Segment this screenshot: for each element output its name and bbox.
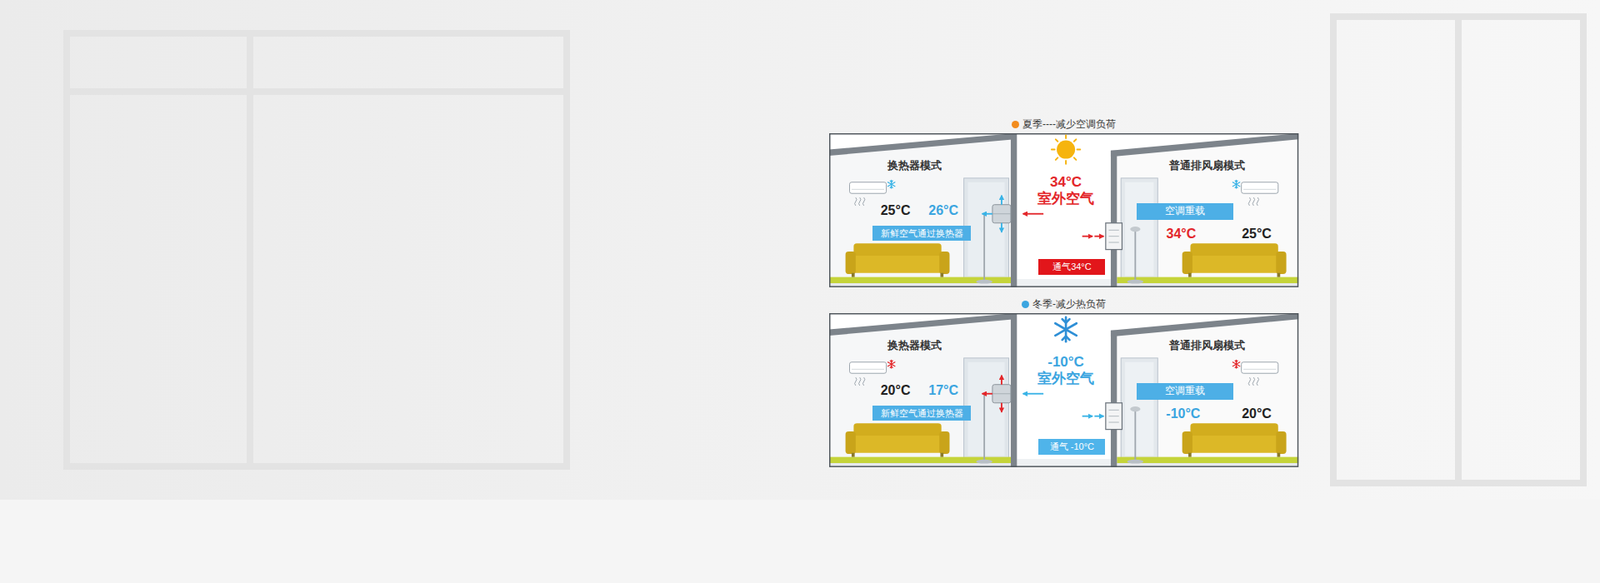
temperature-label-holder: 20°C <box>880 383 911 399</box>
room-heading-row: 普通排风扇模式 <box>1116 337 1297 355</box>
box-text: 新鲜空气通过换热器 <box>880 228 964 239</box>
temperature-label-holder: 34°C <box>1166 226 1197 242</box>
temperature-label-holder: 26°C <box>928 203 959 219</box>
panel-heading-row: 夏季----减少空调负荷 <box>829 116 1299 132</box>
season-dot <box>1021 300 1030 309</box>
outdoor-air-label: -10°C 室外空气 <box>1037 354 1095 387</box>
room-area: 新鲜空气通过换热器 换热器模式 <box>829 331 1013 468</box>
info-box: 新鲜空气通过换热器 <box>872 225 971 242</box>
box-text: 空调重载 <box>1165 205 1205 217</box>
temperature-label: -10°C <box>1165 406 1200 421</box>
temperature-label: 26°C <box>928 203 959 218</box>
outdoor-air-label: 34°C 室外空气 <box>1037 174 1095 207</box>
box-text: 通气 -10°C <box>1050 441 1095 452</box>
temperature-label: 20°C <box>880 383 911 398</box>
box-text: 空调重载 <box>1165 385 1205 397</box>
room-area: 空调重载 普通排风扇模式 <box>1116 151 1299 288</box>
room-heading: 换热器模式 <box>887 158 942 174</box>
room-heading: 普通排风扇模式 <box>1169 338 1245 354</box>
season-dot <box>1011 120 1020 129</box>
outdoor-air-label-holder: -10°C 室外空气 <box>1037 354 1095 387</box>
temperature-label-holder: 17°C <box>928 383 959 399</box>
temperature-label-holder: 25°C <box>880 203 911 219</box>
panel-heading-row: 冬季-减少热负荷 <box>829 296 1299 312</box>
room-heading-row: 换热器模式 <box>829 157 1001 175</box>
box-text: 通气34°C <box>1052 261 1092 272</box>
info-box: 空调重载 <box>1136 203 1234 220</box>
box-text: 新鲜空气通过换热器 <box>880 408 964 419</box>
room-area: 空调重载 普通排风扇模式 <box>1116 331 1299 468</box>
panel-title: 冬季-减少热负荷 <box>1032 297 1106 312</box>
room-heading: 换热器模式 <box>887 338 942 354</box>
temperature-label: 25°C <box>880 203 911 218</box>
room-heading: 普通排风扇模式 <box>1169 158 1245 174</box>
temperature-label: 34°C <box>1166 226 1197 241</box>
temperature-label: 25°C <box>1241 226 1272 241</box>
outdoor-air-label-holder: 34°C 室外空气 <box>1037 174 1095 207</box>
room-heading-row: 普通排风扇模式 <box>1116 157 1297 175</box>
room-heading-row: 换热器模式 <box>829 337 1001 355</box>
info-box: 新鲜空气通过换热器 <box>872 405 971 422</box>
room-area: 新鲜空气通过换热器 换热器模式 <box>829 151 1013 288</box>
temperature-label-holder: 20°C <box>1241 406 1272 422</box>
temperature-label: 17°C <box>928 383 959 398</box>
panel-title: 夏季----减少空调负荷 <box>1022 117 1116 132</box>
info-box: 空调重载 <box>1136 383 1234 400</box>
temperature-label-holder: -10°C <box>1165 406 1200 422</box>
temperature-label-holder: 25°C <box>1241 226 1272 242</box>
vent-box: 通气34°C <box>1038 259 1105 275</box>
temperature-label: 20°C <box>1241 406 1272 421</box>
vent-box: 通气 -10°C <box>1038 439 1105 455</box>
